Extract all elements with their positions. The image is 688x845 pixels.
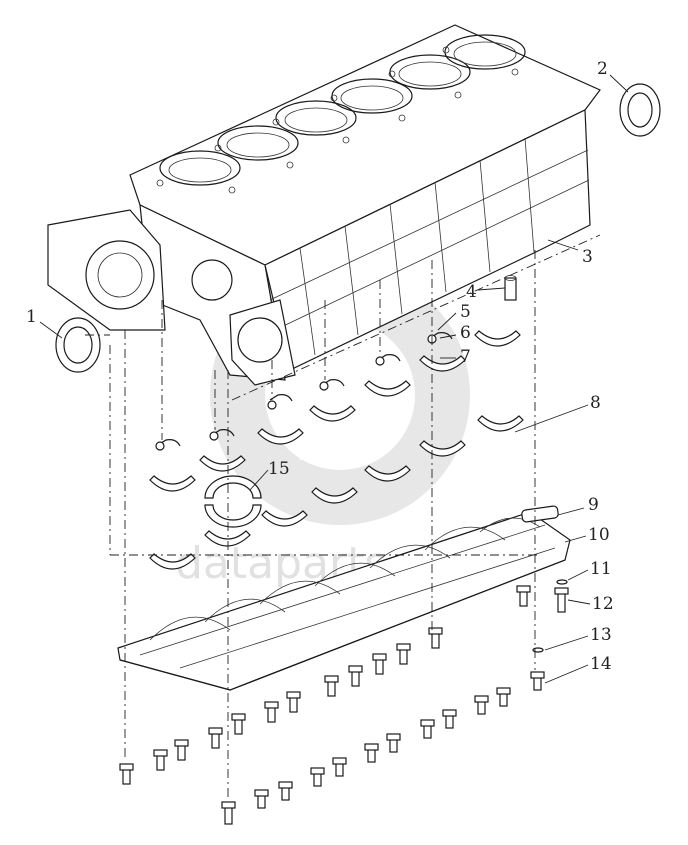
thrust-washers [204, 475, 262, 528]
gasket-seal [521, 505, 559, 523]
oil-jet [375, 354, 401, 366]
leader-lines [39, 74, 629, 684]
callout-1: 1 [26, 307, 37, 327]
bolt [428, 627, 443, 649]
callout-4: 4 [466, 282, 477, 302]
bolt [286, 691, 301, 713]
bolt [530, 671, 545, 691]
bolt [496, 687, 511, 707]
bolt [153, 749, 168, 771]
front-cover-boss [229, 299, 296, 386]
bolt [516, 585, 531, 607]
bolt [208, 727, 223, 749]
bolt [264, 701, 279, 723]
callout-3: 3 [582, 247, 593, 267]
oil-jet [267, 394, 293, 410]
callout-11: 11 [590, 559, 612, 579]
bolt [386, 733, 401, 753]
bolt [254, 789, 269, 809]
bolt [332, 757, 347, 777]
callout-13: 13 [590, 625, 612, 645]
bolt [364, 743, 379, 763]
cam-bore [191, 259, 233, 301]
oil-jet [319, 379, 345, 391]
callout-labels: 1 2 3 4 5 6 7 8 9 10 11 12 13 14 15 [26, 59, 614, 674]
callout-7: 7 [460, 347, 471, 367]
bolt [420, 719, 435, 739]
flywheel-housing-flange [47, 209, 166, 331]
deck-bolt-holes [156, 46, 519, 194]
bolt [221, 801, 236, 825]
bolt [324, 675, 339, 697]
bolt [174, 739, 189, 761]
assembly-axis-lines [85, 234, 601, 800]
callout-10: 10 [588, 525, 610, 545]
bolt [554, 587, 569, 613]
bedplate-webs [139, 517, 556, 669]
bolt [396, 643, 411, 665]
callout-14: 14 [590, 654, 612, 674]
bolt [442, 709, 457, 729]
block-ribs [269, 137, 590, 356]
callout-15: 15 [268, 459, 290, 479]
oil-jet [155, 439, 181, 451]
callout-12: 12 [592, 594, 614, 614]
callout-9: 9 [588, 495, 599, 515]
dowel-sleeve [504, 275, 517, 301]
callout-5: 5 [460, 302, 471, 322]
callout-2: 2 [597, 59, 608, 79]
fasteners [119, 579, 569, 825]
main-bearing-shells [149, 330, 524, 570]
crank-bore-front [237, 317, 283, 363]
front-crank-seal [619, 83, 661, 137]
callout-6: 6 [460, 323, 471, 343]
bolt [372, 653, 387, 675]
cylinder-block [47, 24, 601, 386]
bolt [231, 713, 246, 735]
bolt [278, 781, 293, 801]
bolt [348, 665, 363, 687]
crank-bore-rear [85, 240, 155, 310]
bolt [474, 695, 489, 715]
bolt [310, 767, 325, 787]
bolt [119, 763, 134, 785]
callout-8: 8 [590, 393, 601, 413]
washer [532, 647, 544, 653]
washer [556, 579, 568, 585]
rear-crank-seal [55, 317, 101, 373]
